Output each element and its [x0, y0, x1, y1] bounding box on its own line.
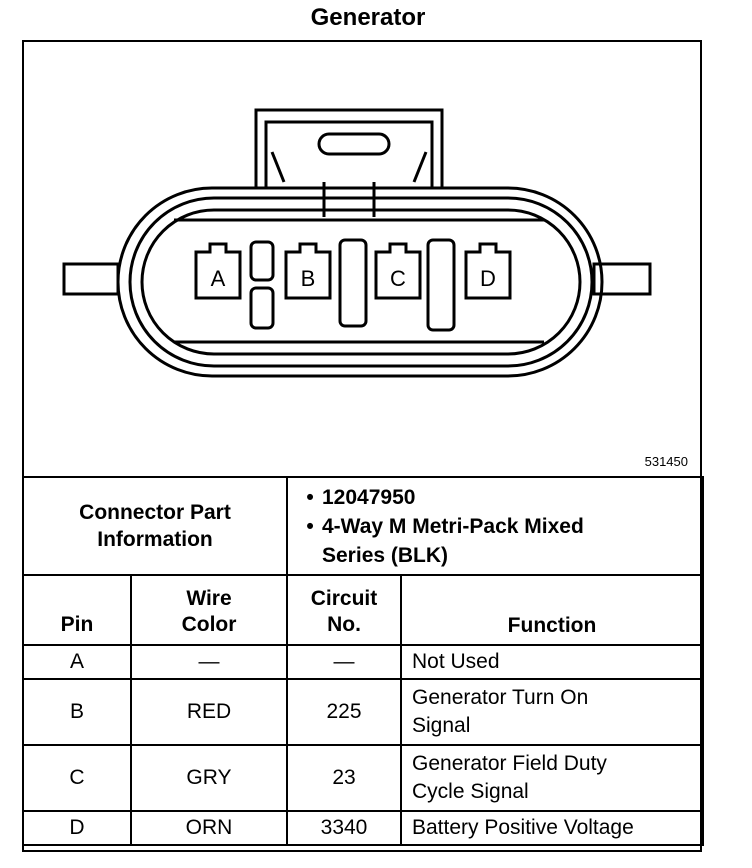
- header-function: Function: [399, 574, 705, 646]
- cell-function: Generator Turn On Signal: [399, 678, 705, 746]
- pin-label-b: B: [301, 266, 316, 291]
- cell-function-line2: Cycle Signal: [412, 780, 529, 803]
- part-number-item: 12047950: [322, 485, 416, 509]
- cell-wire: GRY: [130, 744, 288, 812]
- connector-frame: A B C D 531450 Connector Part Informatio…: [22, 40, 705, 852]
- connector-info-row: Connector Part Information • 12047950 • 4-…: [22, 476, 705, 576]
- cavity-d: [464, 242, 512, 300]
- header-row: Pin Wire Color Circuit No. Function: [22, 574, 705, 646]
- bullet-icon: •: [306, 514, 314, 538]
- header-wire-line2: Color: [181, 613, 237, 636]
- connector-drawing: A B C D: [62, 108, 652, 378]
- table-row: A — — Not Used: [22, 644, 705, 680]
- cell-pin: C: [22, 744, 132, 812]
- cell-circuit: 225: [286, 678, 402, 746]
- cell-circuit: 3340: [286, 810, 402, 846]
- connector-table: Connector Part Information • 12047950 • 4-…: [22, 476, 705, 846]
- shell-outer: [116, 186, 604, 378]
- connector-info-label: Connector Part Information: [22, 476, 288, 576]
- cell-pin: D: [22, 810, 132, 846]
- header-wire-color: Wire Color: [130, 574, 288, 646]
- cell-function-line1: Generator Turn On: [412, 686, 589, 709]
- latch-slot: [317, 132, 391, 156]
- cell-function-line2: Signal: [412, 714, 471, 737]
- right-tab: [592, 262, 652, 296]
- info-label-line1: Connector Part: [79, 501, 231, 524]
- shell-mid: [128, 196, 594, 368]
- header-pin: Pin: [22, 574, 132, 646]
- cell-pin: B: [22, 678, 132, 746]
- cavity-c: [374, 242, 422, 300]
- cell-wire: —: [130, 644, 288, 680]
- header-circuit: Circuit No.: [286, 574, 402, 646]
- header-circuit-line2: No.: [327, 613, 361, 636]
- pin-label-a: A: [211, 266, 226, 291]
- cavity-b: [284, 242, 332, 300]
- page-title: Generator: [310, 4, 426, 31]
- cell-pin: A: [22, 644, 132, 680]
- connector-series-item: Series (BLK): [322, 543, 449, 567]
- table-row: C GRY 23 Generator Field Duty Cycle Sign…: [22, 744, 705, 812]
- info-label-line2: Information: [97, 528, 213, 551]
- pin-label-c: C: [390, 266, 406, 291]
- connector-type-item: 4-Way M Metri-Pack Mixed: [322, 514, 584, 538]
- pin-label-d: D: [480, 266, 496, 291]
- cell-circuit: —: [286, 644, 402, 680]
- cell-wire: RED: [130, 678, 288, 746]
- cell-function: Not Used: [399, 644, 705, 680]
- part-number: 531450: [644, 454, 688, 469]
- cell-function-line1: Generator Field Duty: [412, 752, 607, 775]
- header-circuit-line1: Circuit: [310, 587, 378, 610]
- cell-function: Battery Positive Voltage: [399, 810, 705, 846]
- table-row: D ORN 3340 Battery Positive Voltage: [22, 810, 705, 846]
- latch-outline: [254, 108, 444, 187]
- shell-inner: [140, 208, 582, 356]
- cell-function: Generator Field Duty Cycle Signal: [399, 744, 705, 812]
- cavity-a: [194, 242, 242, 300]
- cell-wire: ORN: [130, 810, 288, 846]
- header-wire-line1: Wire: [186, 587, 232, 610]
- connector-diagram: A B C D 531450: [24, 42, 700, 476]
- left-tab: [62, 262, 120, 296]
- bullet-icon: •: [306, 485, 314, 509]
- latch-inner: [264, 120, 434, 187]
- table-row: B RED 225 Generator Turn On Signal: [22, 678, 705, 746]
- cell-circuit: 23: [286, 744, 402, 812]
- connector-info-list: • 12047950 • 4-Way M Metri-Pack Mixed Seri…: [285, 476, 705, 576]
